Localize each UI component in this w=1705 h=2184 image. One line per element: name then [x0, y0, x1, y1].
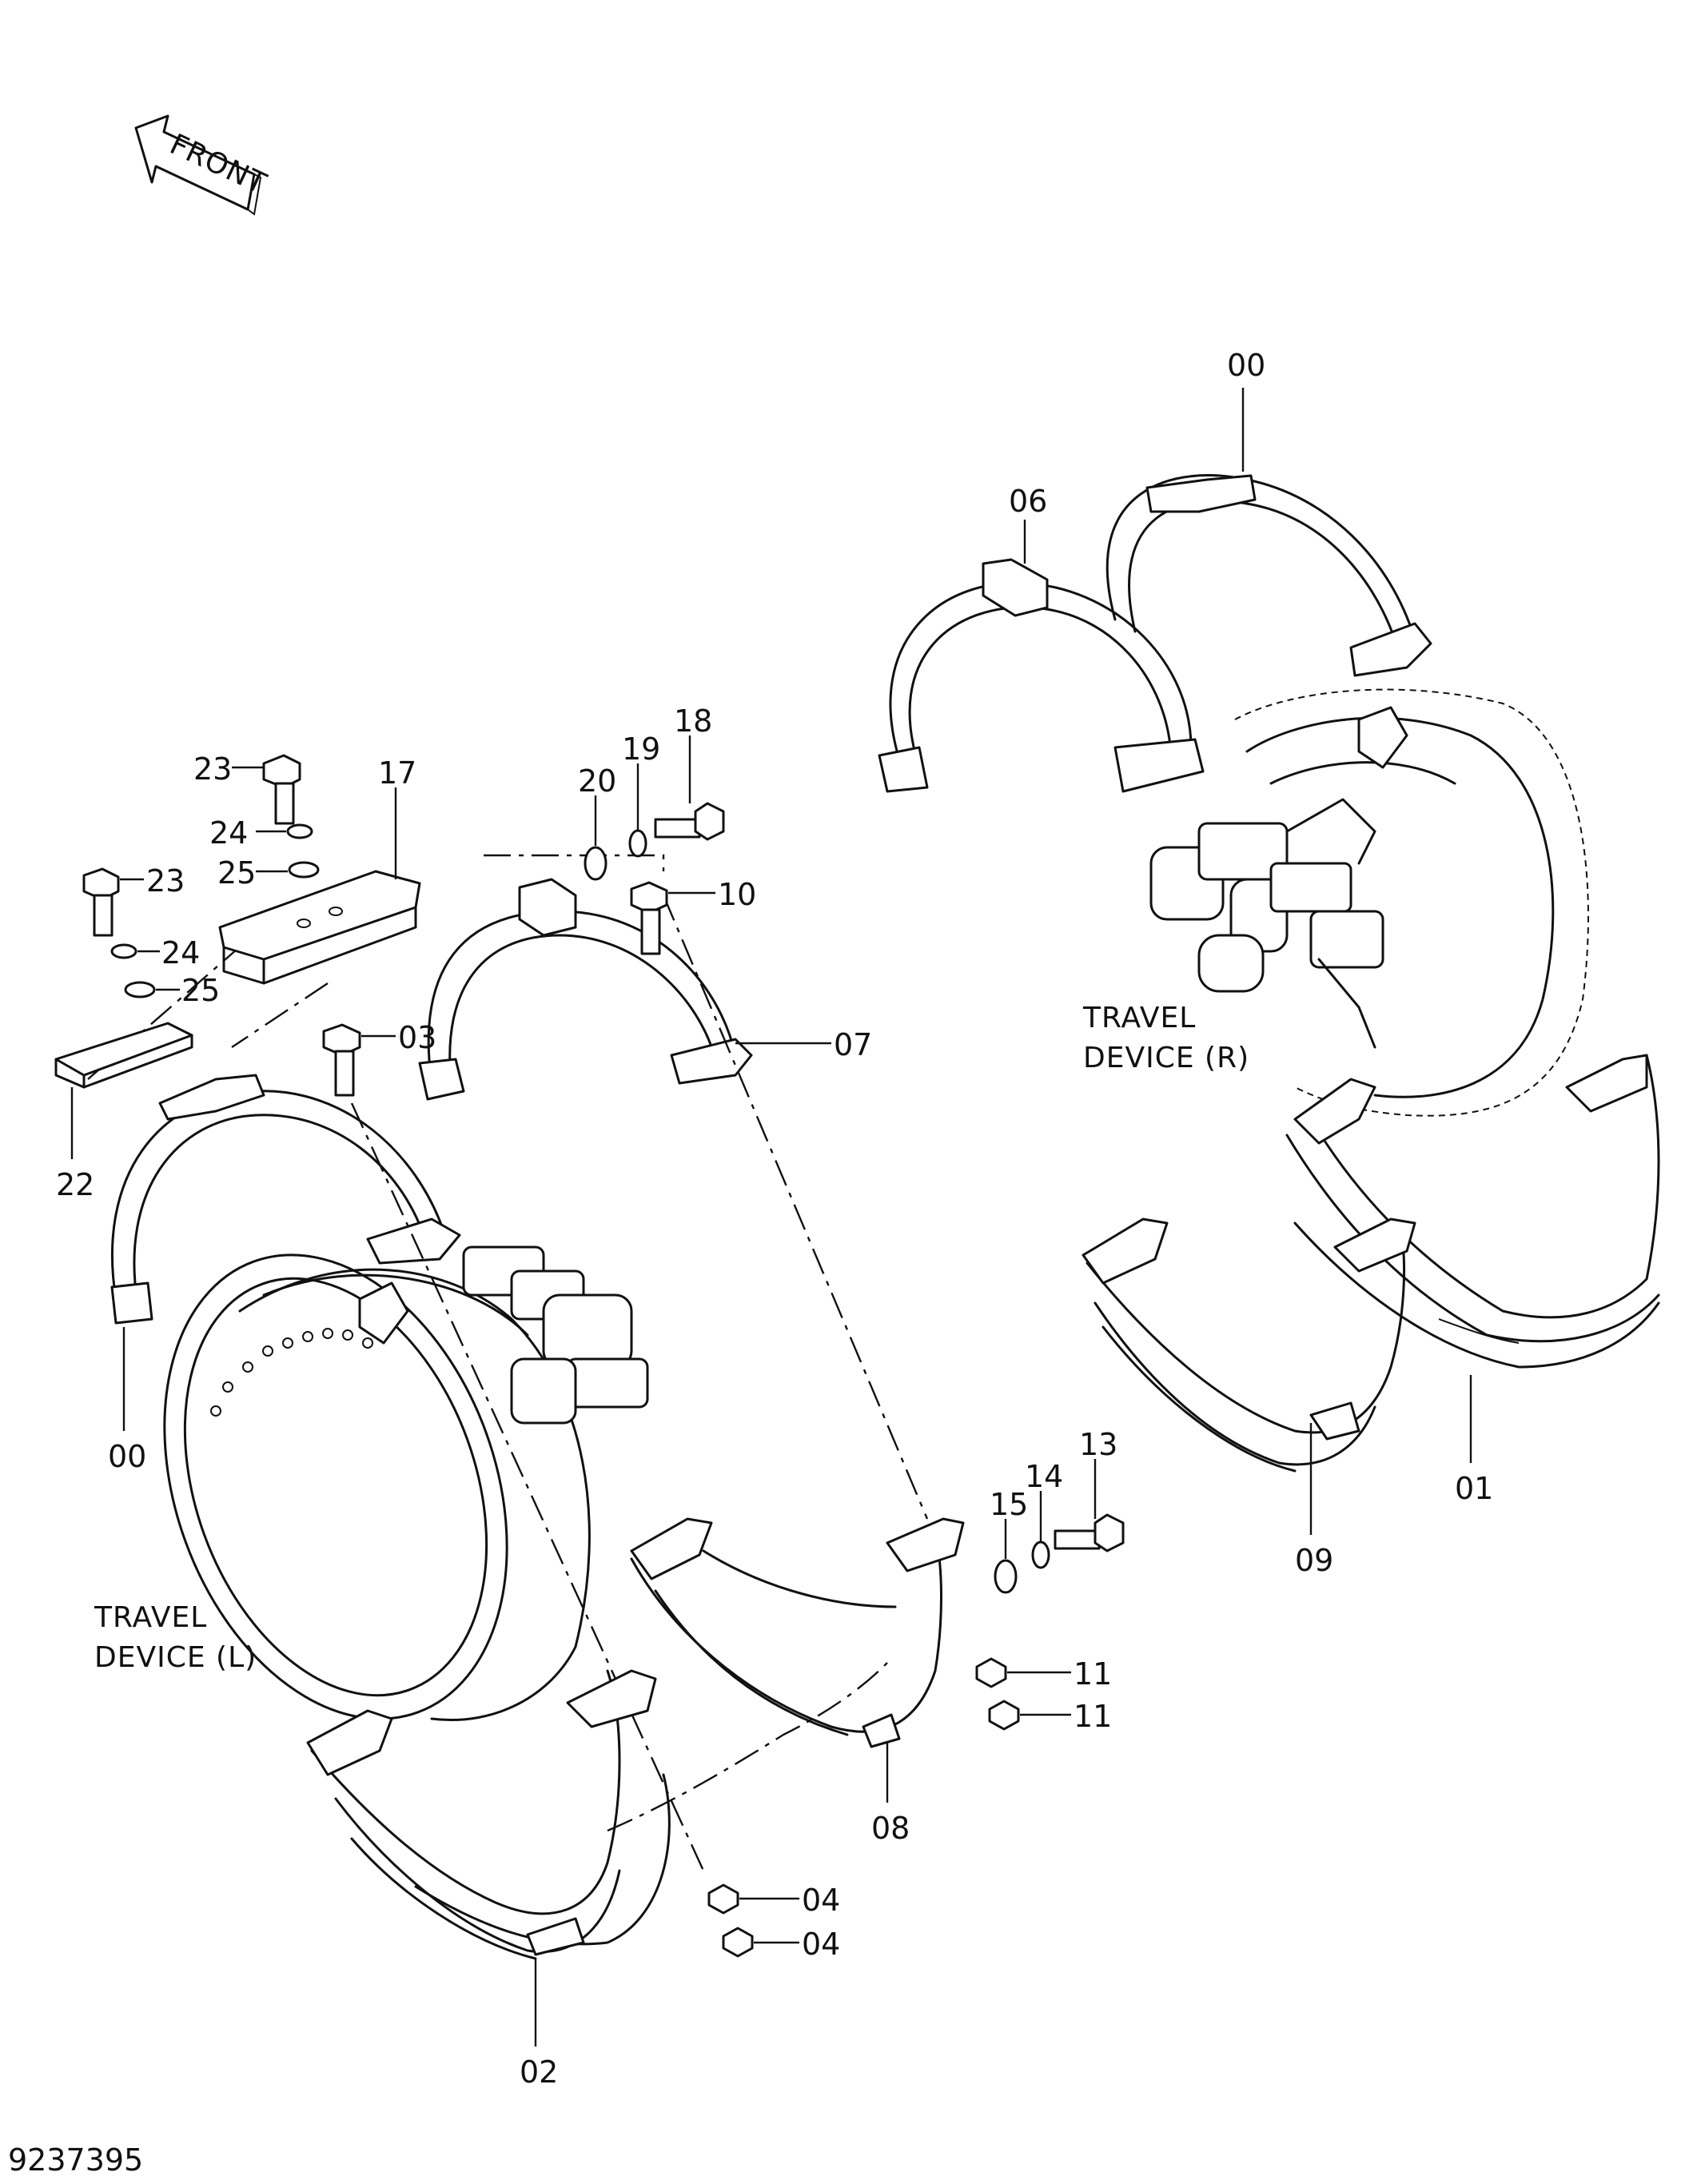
callout-11-lower: 11 — [1074, 1699, 1112, 1734]
travel-device-right-line1: TRAVEL — [1082, 1002, 1196, 1034]
callout-08: 08 — [871, 1811, 910, 1846]
upper-band-00-left — [110, 1074, 461, 1325]
callout-13: 13 — [1079, 1427, 1117, 1462]
plate-22 — [54, 1022, 193, 1089]
callout-19: 19 — [622, 731, 660, 767]
nut-11-lower-icon — [988, 1700, 1020, 1731]
travel-device-left-line1: TRAVEL — [94, 1601, 207, 1634]
lower-band-02 — [306, 1662, 888, 1960]
callout-20: 20 — [578, 763, 616, 799]
lower-band-08 — [630, 1517, 965, 1748]
lower-band-01 — [1285, 1054, 1660, 1369]
washer-25-left-icon — [124, 981, 156, 998]
nut-04-upper-icon — [707, 1883, 739, 1915]
upper-band-00-right — [1105, 474, 1432, 677]
bolt-03-icon — [322, 1023, 361, 1097]
callout-24-left: 24 — [161, 935, 200, 970]
travel-device-left-line2: DEVICE (L) — [94, 1641, 257, 1674]
callout-11-upper: 11 — [1074, 1656, 1112, 1692]
washer-14-icon — [1031, 1540, 1050, 1569]
washer-25-top-icon — [288, 861, 320, 879]
callout-18: 18 — [674, 703, 712, 739]
callout-22: 22 — [56, 1167, 94, 1202]
travel-device-left — [163, 1245, 649, 1721]
bolt-18-icon — [654, 802, 725, 841]
callout-24-top: 24 — [209, 815, 248, 851]
washer-15-icon — [994, 1559, 1018, 1594]
callout-15: 15 — [990, 1487, 1028, 1522]
callout-02: 02 — [520, 2054, 558, 2090]
callout-09: 09 — [1295, 1543, 1333, 1578]
washer-19-icon — [628, 829, 647, 858]
travel-device-right-line2: DEVICE (R) — [1083, 1042, 1249, 1074]
lower-band-09 — [1082, 1218, 1416, 1473]
callout-25-left: 25 — [181, 973, 220, 1008]
washer-20-icon — [584, 846, 608, 881]
callout-10: 10 — [718, 877, 756, 912]
callout-23-top: 23 — [193, 751, 232, 787]
callout-17: 17 — [378, 755, 416, 791]
callout-06: 06 — [1009, 484, 1047, 519]
bolt-23-top-icon — [262, 754, 301, 825]
callout-07: 07 — [834, 1027, 872, 1062]
bolt-23-left-icon — [82, 867, 120, 937]
washer-24-top-icon — [286, 823, 313, 839]
drawing-number: 9237395 — [8, 2142, 143, 2178]
callout-04-lower: 04 — [802, 1927, 840, 1962]
travel-device-right — [1149, 688, 1589, 1117]
front-arrow-icon: FRONT — [134, 114, 272, 216]
callout-03: 03 — [398, 1020, 436, 1055]
callout-23-left: 23 — [146, 863, 185, 899]
nut-04-lower-icon — [722, 1927, 754, 1958]
callout-04-upper: 04 — [802, 1883, 840, 1918]
callout-25-top: 25 — [217, 855, 256, 891]
callout-01: 01 — [1455, 1471, 1493, 1506]
callout-14: 14 — [1025, 1459, 1063, 1494]
upper-band-06 — [878, 558, 1205, 793]
bracket-17 — [218, 870, 421, 985]
callout-00-left: 00 — [108, 1439, 146, 1474]
upper-band-07 — [418, 878, 753, 1101]
callout-00-top: 00 — [1227, 348, 1265, 383]
washer-24-left-icon — [110, 943, 137, 959]
bolt-13-icon — [1054, 1513, 1125, 1552]
nut-11-upper-icon — [975, 1657, 1007, 1688]
bolt-10-icon — [630, 881, 668, 955]
